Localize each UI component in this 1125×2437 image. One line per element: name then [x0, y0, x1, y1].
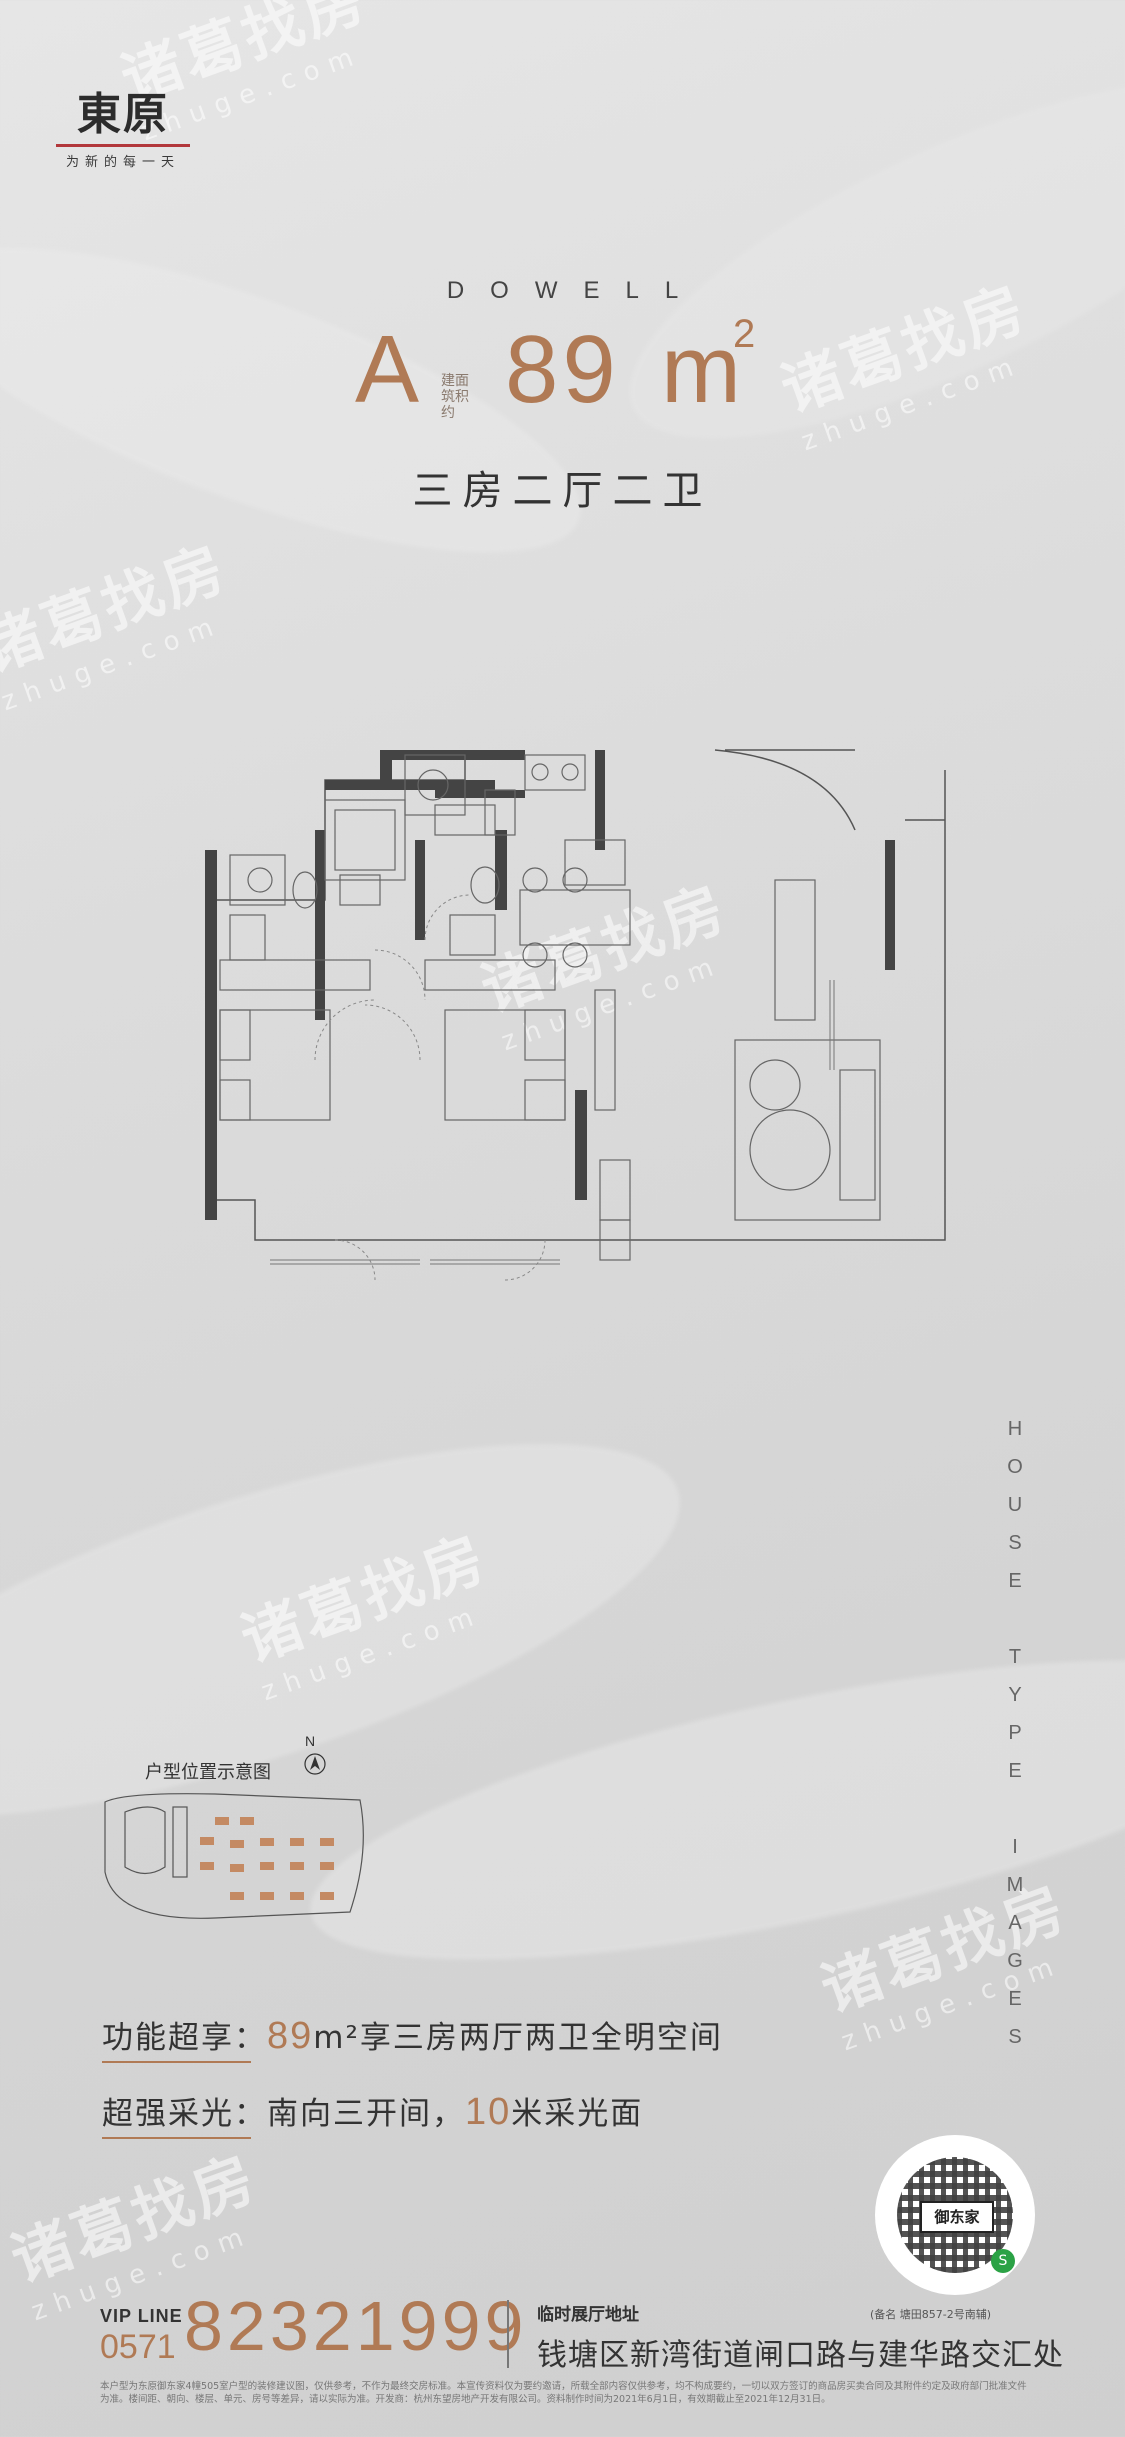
brand-logo: 東原 为新的每一天	[48, 78, 198, 170]
feature-number: 10	[465, 2091, 512, 2133]
compass-icon	[304, 1753, 326, 1775]
area-unit-sup: 2	[733, 312, 756, 356]
vip-line-label: VIP LINE	[100, 2306, 183, 2326]
area-note: 建面 筑积 约	[441, 373, 469, 421]
floorplan-drawing	[205, 749, 946, 1281]
feature-prefix: 南向三开间，	[267, 2096, 465, 2132]
layout-description: 三房二厅二卫	[412, 468, 713, 514]
showroom-address: 钱塘区新湾街道闸口路与建华路交汇处	[537, 2338, 1064, 2373]
site-minimap: N	[104, 1733, 364, 1919]
unit-type: A	[355, 316, 420, 423]
mini-program-icon: S	[991, 2249, 1015, 2273]
feature-unit: m²	[313, 2020, 360, 2056]
phone-area-code: 0571	[100, 2328, 176, 2366]
brand-slogan: 为新的每一天	[65, 155, 180, 170]
north-label: N	[305, 1733, 315, 1749]
phone-number[interactable]: 82321999	[184, 2287, 528, 2365]
feature-text: 享三房两厅两卫全明空间	[359, 2020, 723, 2056]
area-unit: m	[661, 316, 741, 423]
feature-number: 89	[267, 2015, 314, 2057]
showroom-label: 临时展厅地址	[537, 2305, 639, 2325]
feature-label: 功能超享：	[102, 2012, 267, 2063]
area-value: 89	[505, 316, 620, 423]
area-title: A 建面 筑积 约 89 m 2	[355, 312, 795, 448]
qr-label: 御东家	[920, 2201, 994, 2233]
feature-lighting: 超强采光：南向三开间，10米采光面	[102, 2088, 644, 2139]
showroom-note: (备名 塘田857-2号南辅)	[870, 2308, 992, 2321]
mini-program-qr-code[interactable]: 御东家 S	[875, 2135, 1035, 2295]
logo-mark: 東原	[77, 89, 169, 140]
footer-divider	[507, 2300, 509, 2368]
feature-label: 超强采光：	[102, 2088, 267, 2139]
logo-bar	[56, 144, 190, 147]
project-name: DOWELL	[446, 277, 705, 304]
minimap-label: 户型位置示意图	[145, 1762, 271, 1783]
feature-text: 米采光面	[511, 2096, 644, 2132]
feature-function: 功能超享：89m²享三房两厅两卫全明空间	[102, 2012, 723, 2063]
legal-disclaimer: 本户型为东原御东家4幢505室户型的装修建议图，仅供参考，不作为最终交房标准。本…	[100, 2381, 1027, 2405]
